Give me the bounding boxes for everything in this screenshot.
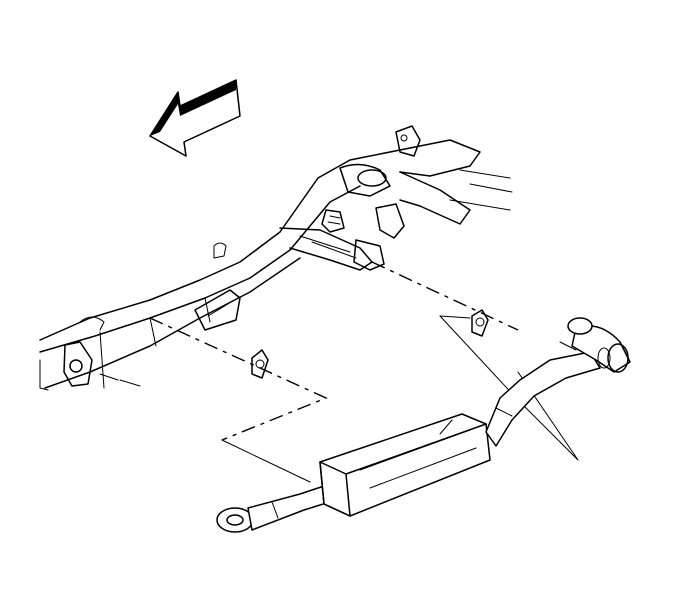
leader-line-top [439, 315, 471, 319]
exhaust-assembly [216, 317, 631, 533]
exhaust-hanger-front [251, 349, 269, 379]
leader-line-muffler-right [439, 315, 579, 461]
hanger-alignment-line-right [371, 261, 519, 331]
muffler [319, 413, 491, 517]
vehicle-frame [39, 125, 513, 391]
leader-line-muffler-left [221, 439, 311, 483]
hanger-alignment-line-left [149, 317, 328, 441]
front-flange [216, 507, 254, 533]
front-direction-arrow-icon [149, 79, 241, 157]
exhaust-hanger-rear [471, 309, 489, 337]
